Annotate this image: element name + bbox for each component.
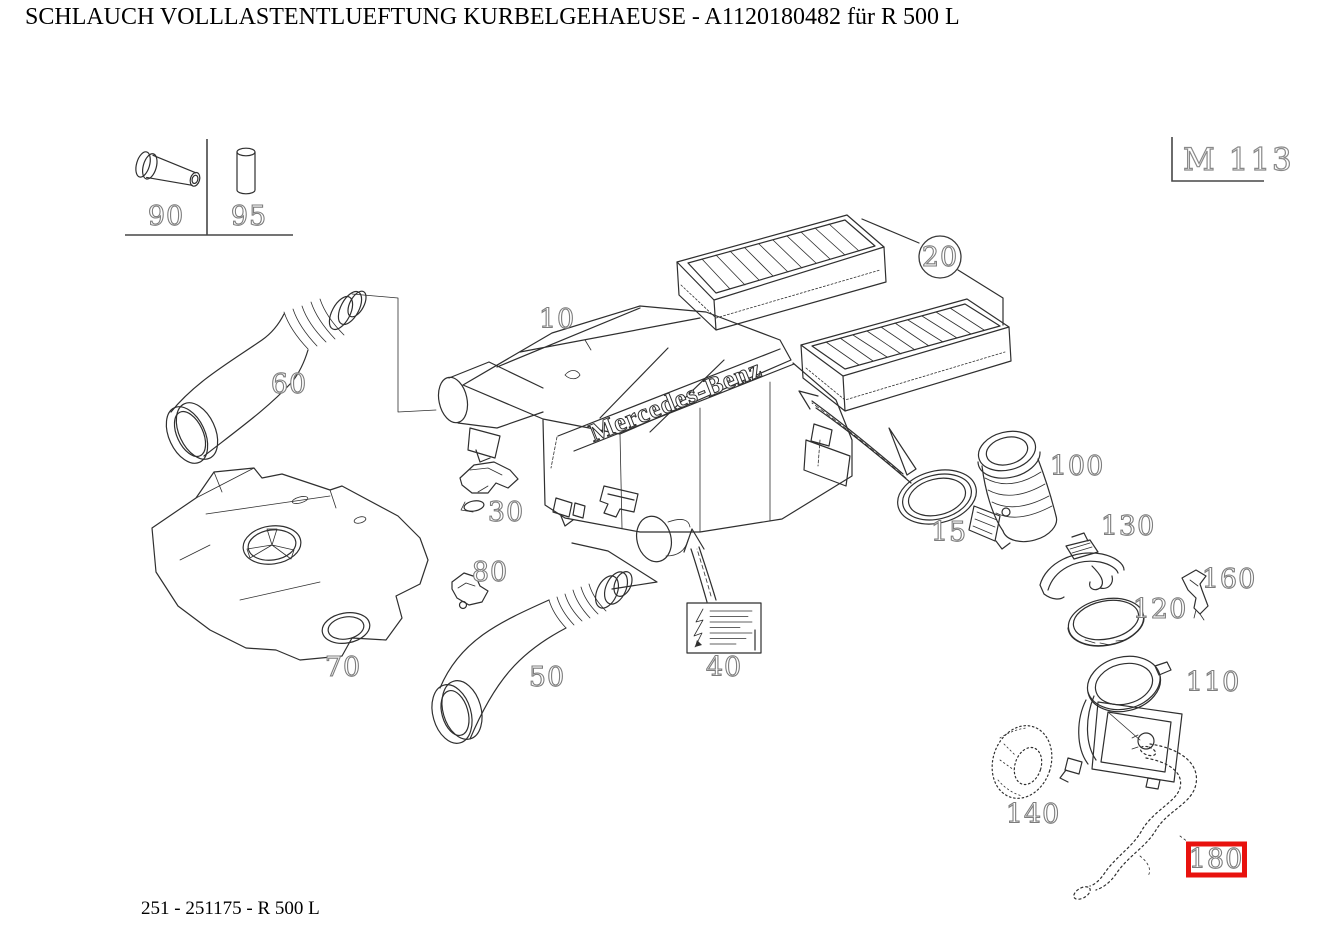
- vent-hose-180-drawing: 180: [1073, 743, 1247, 900]
- maf-sensor-drawing: 100: [968, 430, 1105, 550]
- callout-30[interactable]: 30: [487, 496, 524, 528]
- selected-part-highlight: [1186, 841, 1247, 878]
- callout-95[interactable]: 95: [230, 200, 267, 232]
- clamp-120-drawing: 120: [1067, 593, 1188, 647]
- hose-50-drawing: 50: [431, 571, 633, 744]
- callout-20-group: 20: [861, 218, 1004, 326]
- callout-130[interactable]: 130: [1100, 510, 1156, 542]
- diagram-title: SCHLAUCH VOLLLASTENTLUEFTUNG KURBELGEHAE…: [25, 4, 960, 30]
- filter-element-b-drawing: [800, 298, 1012, 412]
- small-parts-inset: 90 95: [125, 139, 293, 236]
- callout-160[interactable]: 160: [1201, 563, 1257, 595]
- callout-120[interactable]: 120: [1132, 593, 1188, 625]
- part-95-drawing: [236, 147, 256, 195]
- callout-circle: [918, 235, 962, 279]
- clip-30-drawing: 30: [459, 461, 524, 529]
- clamp-130-drawing: 130: [1039, 510, 1156, 600]
- duct-housing-drawing: 110: [1059, 655, 1241, 790]
- hose-60-drawing: 60: [165, 290, 437, 464]
- callout-180[interactable]: 180: [1188, 843, 1244, 875]
- warning-label-drawing: 40: [683, 528, 762, 684]
- lightning-bolt-icon: [693, 608, 704, 648]
- callout-100[interactable]: 100: [1049, 450, 1105, 482]
- callout-20[interactable]: 20: [921, 241, 958, 273]
- engine-code-label[interactable]: M 113: [1182, 141, 1294, 178]
- callout-15[interactable]: 15: [930, 516, 967, 548]
- grommet-80-drawing: 80: [451, 556, 508, 610]
- brand-lettering: Mercedes-Benz: [585, 354, 766, 448]
- bracket-160-drawing: 160: [1181, 563, 1257, 621]
- callout-60[interactable]: 60: [270, 368, 307, 400]
- callout-80[interactable]: 80: [471, 556, 508, 588]
- footer-part-group: 251 - 251175 - R 500 L: [141, 898, 320, 919]
- air-filter-housing-drawing: Mercedes-Benz 10: [437, 303, 853, 590]
- mercedes-star-icon: [246, 528, 295, 560]
- seal-ring-drawing: 15: [798, 390, 977, 549]
- callout-70[interactable]: 70: [324, 651, 361, 683]
- callout-140[interactable]: 140: [1005, 798, 1061, 830]
- engine-code-box: M 113: [1171, 137, 1294, 182]
- part-90-drawing: [135, 151, 201, 187]
- callout-40[interactable]: 40: [705, 651, 742, 683]
- callout-10[interactable]: 10: [538, 303, 575, 335]
- callout-110[interactable]: 110: [1185, 666, 1241, 698]
- grommet-140-drawing: 140: [991, 725, 1061, 831]
- engine-cover-drawing: 70: [151, 467, 429, 684]
- callout-90[interactable]: 90: [147, 200, 184, 232]
- callout-50[interactable]: 50: [528, 661, 565, 693]
